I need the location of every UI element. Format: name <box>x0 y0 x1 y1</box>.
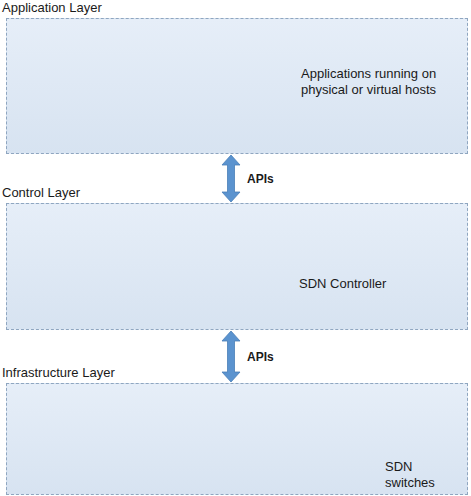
layer-description: SDN Controller <box>299 276 459 292</box>
api-arrow <box>222 155 240 202</box>
api-arrow <box>222 331 240 382</box>
edge-label: APIs <box>247 350 274 364</box>
layer-band: Infrastructure LayerSDN switches <box>6 383 468 495</box>
layer-description: SDN switches <box>385 459 465 492</box>
layer-heading: Infrastructure Layer <box>2 365 115 380</box>
edge-label: APIs <box>247 172 274 186</box>
layer-heading: Control Layer <box>2 185 80 200</box>
layer-band: Control LayerSDN Controller <box>6 203 468 330</box>
layer-band: Application LayerApplications running on… <box>6 18 468 154</box>
layer-heading: Application Layer <box>2 0 102 15</box>
layer-description: Applications running on physical or virt… <box>301 66 461 99</box>
